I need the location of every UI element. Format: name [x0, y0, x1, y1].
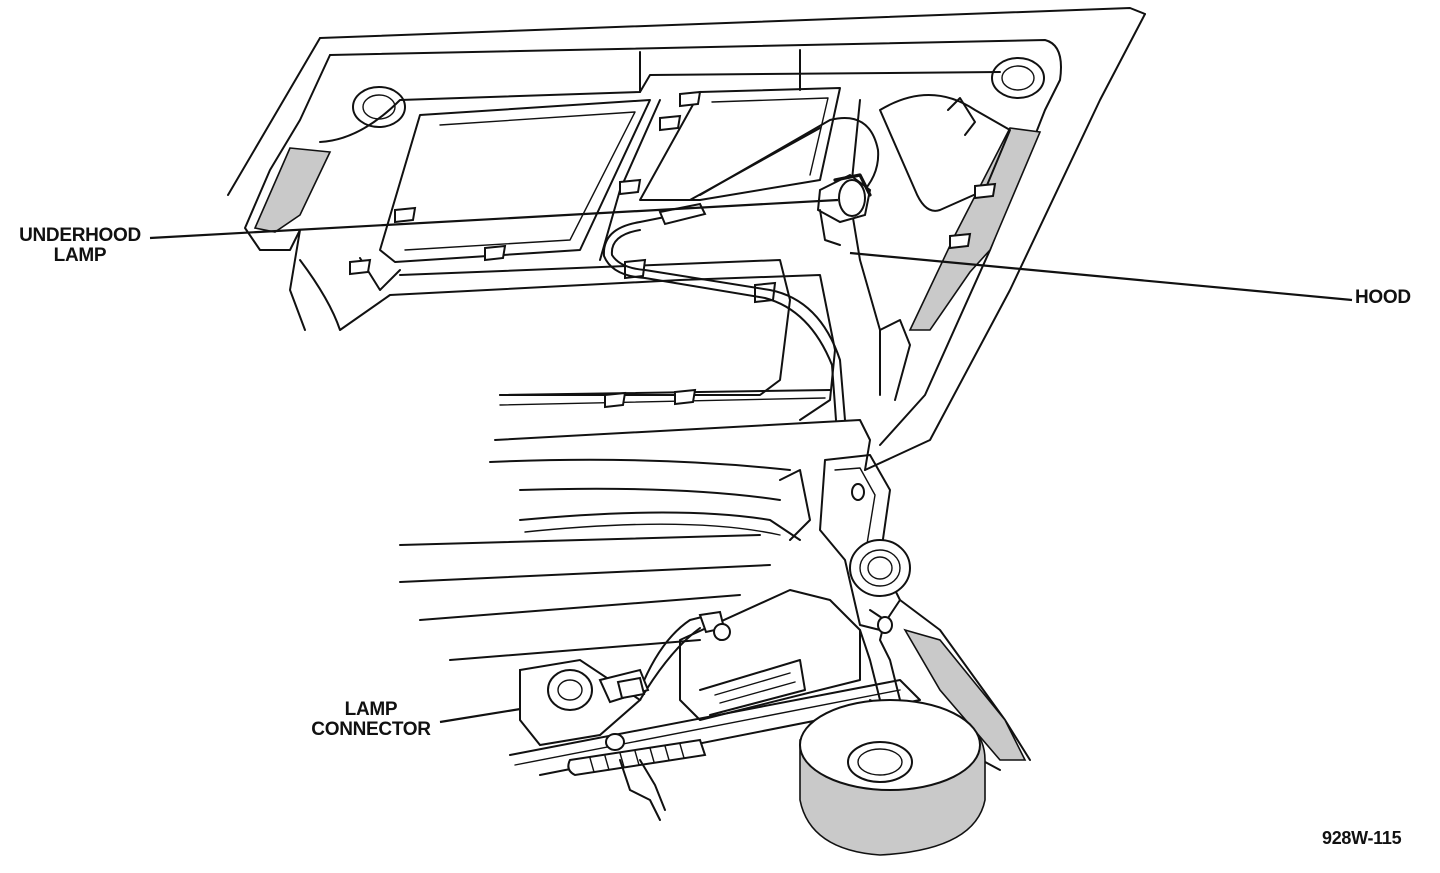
- underhood-lamp: [816, 173, 872, 246]
- underhood-lamp-label: UNDERHOOD LAMP: [10, 226, 150, 266]
- hood-leader: [849, 251, 1353, 302]
- hood-label: HOOD: [1355, 287, 1411, 308]
- hood-panel: [227, 7, 1146, 471]
- lamp-connector-label: LAMP CONNECTOR: [302, 700, 440, 740]
- underhood-lamp-label-line1: UNDERHOOD: [19, 225, 141, 246]
- hood-wiring-harness: [602, 117, 880, 421]
- lamp-connector-label-line1: LAMP: [344, 699, 398, 720]
- hood-hinge: [779, 454, 911, 701]
- underhood-lamp-label-line2: LAMP: [53, 245, 107, 266]
- engine-bay: [399, 458, 1031, 821]
- underhood-lamp-leader: [149, 198, 839, 240]
- lamp-connector-label-line2: CONNECTOR: [311, 719, 431, 740]
- figure-id: 928W-115: [1322, 828, 1402, 848]
- spare-tire: [799, 699, 986, 856]
